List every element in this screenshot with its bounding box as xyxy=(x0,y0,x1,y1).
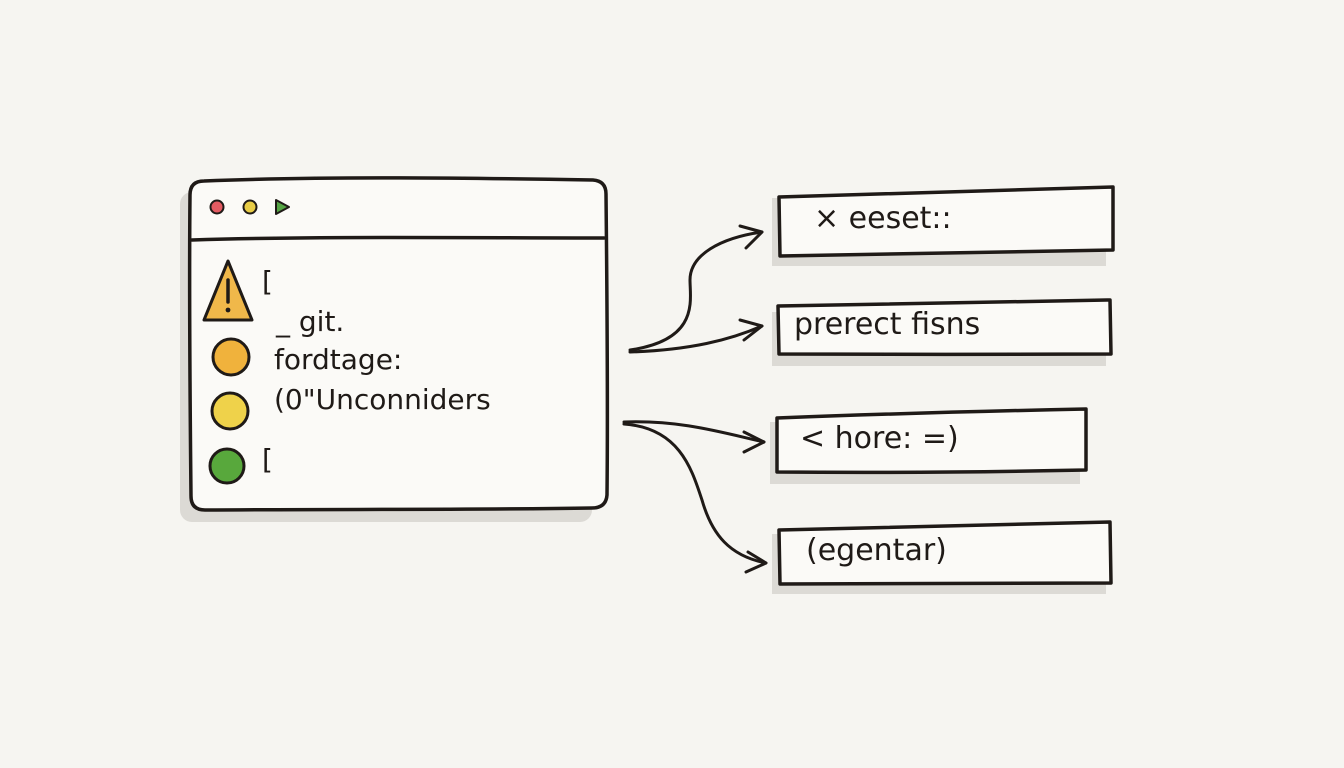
output-box-1-label: × eeset:: xyxy=(814,201,952,236)
output-box-2-label: prerect fisns xyxy=(794,307,981,342)
output-box-3 xyxy=(775,407,1088,475)
terminal-line-3: fordtage: xyxy=(274,343,403,376)
output-box-3-label: < hore: =) xyxy=(800,421,959,456)
terminal-line-5: [ xyxy=(262,443,273,476)
minimize-button[interactable] xyxy=(242,199,258,215)
window-frame xyxy=(187,176,610,512)
arrow-to-box-1-head xyxy=(738,224,764,250)
arrow-to-box-4 xyxy=(622,422,768,565)
output-box-2 xyxy=(776,298,1113,357)
close-button[interactable] xyxy=(209,199,225,215)
warning-icon-dot xyxy=(225,307,231,313)
arrow-to-box-3 xyxy=(622,420,766,444)
output-box-4 xyxy=(777,520,1113,586)
arrow-to-box-4-head xyxy=(744,550,768,574)
arrow-to-box-2 xyxy=(628,324,764,354)
title-bar-divider xyxy=(190,235,606,242)
output-box-1 xyxy=(777,185,1115,258)
status-dot-orange-icon xyxy=(211,337,251,377)
terminal-line-2: _ git. xyxy=(276,305,345,338)
terminal-line-4: (0"Unconniders xyxy=(274,383,491,416)
maximize-button[interactable] xyxy=(275,199,290,215)
arrow-to-box-2-head xyxy=(738,318,764,342)
window-controls xyxy=(209,199,290,215)
status-dot-yellow-icon xyxy=(210,391,250,431)
arrow-to-box-3-head xyxy=(742,430,766,454)
terminal-line-1: [ xyxy=(262,265,273,298)
arrow-to-box-1 xyxy=(628,230,764,352)
status-dot-green-icon xyxy=(208,447,246,485)
output-box-4-label: (egentar) xyxy=(806,533,947,568)
